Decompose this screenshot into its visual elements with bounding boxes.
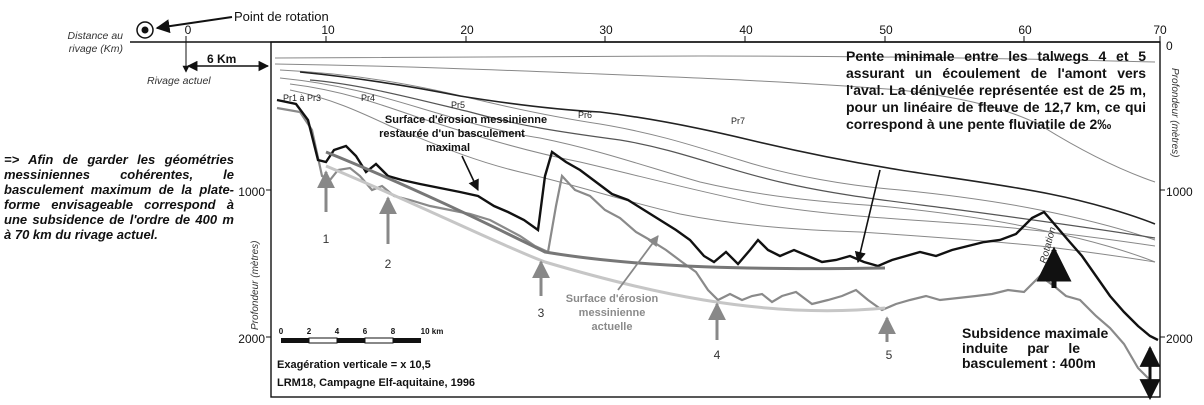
scale-bar <box>281 337 421 344</box>
note-right: Pente minimale entre les talwegs 4 et 5 … <box>846 48 1146 132</box>
x-tick-label: 70 <box>1153 23 1167 37</box>
scale-tick: 2 <box>307 327 312 336</box>
restored-surface-label-3: maximal <box>426 142 470 154</box>
restored-surface-label-2: restaurée d'un basculement <box>379 128 525 140</box>
distance-label-line2: rivage (Km) <box>69 43 123 55</box>
point-rotation-label: Point de rotation <box>234 9 329 24</box>
note-left: => Afin de garder les géométries messini… <box>4 152 234 242</box>
restored-talweg-curve <box>325 150 886 271</box>
subsidence-line: Subsidence maximale <box>962 325 1109 341</box>
talweg-arrows <box>317 170 896 342</box>
talweg-label: 5 <box>886 348 893 362</box>
y-right-label: Profondeur (mètres) <box>1169 68 1180 157</box>
x-ticks <box>185 36 1161 42</box>
scale-tick: 10 km <box>421 327 444 336</box>
x-tick-label: 10 <box>321 23 335 37</box>
rivage-actuel-label: Rivage actuel <box>147 75 211 87</box>
scale-tick: 6 <box>363 327 368 336</box>
y-left-tick: 1000 <box>238 185 265 199</box>
talweg-label: 1 <box>323 232 330 246</box>
scale-tick: 4 <box>335 327 340 336</box>
current-surface-label-2: messinienne <box>579 307 646 319</box>
rotation-point-arrow <box>155 16 233 34</box>
current-talweg-curve <box>325 164 886 313</box>
y-left-label: Profondeur (mètres) <box>250 241 261 330</box>
y-right-tick: 2000 <box>1166 332 1193 346</box>
subsidence-note: Subsidence maximale induite par le bascu… <box>962 326 1138 371</box>
profile-label: Pr4 <box>361 93 375 103</box>
restored-surface-arrow <box>461 155 479 192</box>
profile-label: Pr7 <box>731 116 745 126</box>
x-tick-label: 60 <box>1018 23 1032 37</box>
talweg-label: 3 <box>538 306 545 320</box>
restored-erosion-surface <box>276 98 1159 342</box>
y-left-tick: 2000 <box>238 332 265 346</box>
rotation-point-icon <box>136 21 154 39</box>
y-right-tick: 1000 <box>1166 185 1193 199</box>
source-text: LRM18, Campagne Elf-aquitaine, 1996 <box>277 377 476 389</box>
profile-label: Pr6 <box>578 110 592 120</box>
x-tick-label: 50 <box>879 23 893 37</box>
upper-horizon <box>299 71 1156 225</box>
current-surface-arrow <box>617 235 659 291</box>
x-tick-label: 40 <box>739 23 753 37</box>
profile-label: Pr1 à Pr3 <box>283 93 321 103</box>
y-right-tick: 0 <box>1166 39 1173 53</box>
scale-tick: 0 <box>279 327 284 336</box>
pente-arrow <box>854 169 881 264</box>
six-km-label: 6 Km <box>207 52 236 66</box>
talweg-label: 4 <box>714 348 721 362</box>
subsidence-line: induite par le <box>962 340 1080 356</box>
x-tick-label: 30 <box>599 23 613 37</box>
subsidence-line: basculement : 400m <box>962 355 1096 371</box>
talweg-label: 2 <box>385 257 392 271</box>
restored-surface-label-1: Surface d'érosion messinienne <box>385 114 547 126</box>
profile-label: Pr5 <box>451 100 465 110</box>
scale-tick: 8 <box>391 327 396 336</box>
distance-label-line1: Distance au <box>68 30 124 42</box>
x-tick-label: 0 <box>185 23 192 37</box>
x-tick-label: 20 <box>460 23 474 37</box>
current-surface-label-3: actuelle <box>592 321 633 333</box>
exageration-text: Exagération verticale = x 10,5 <box>277 359 431 371</box>
seismic-reflectors <box>274 55 1156 263</box>
current-surface-label-1: Surface d'érosion <box>566 293 659 305</box>
